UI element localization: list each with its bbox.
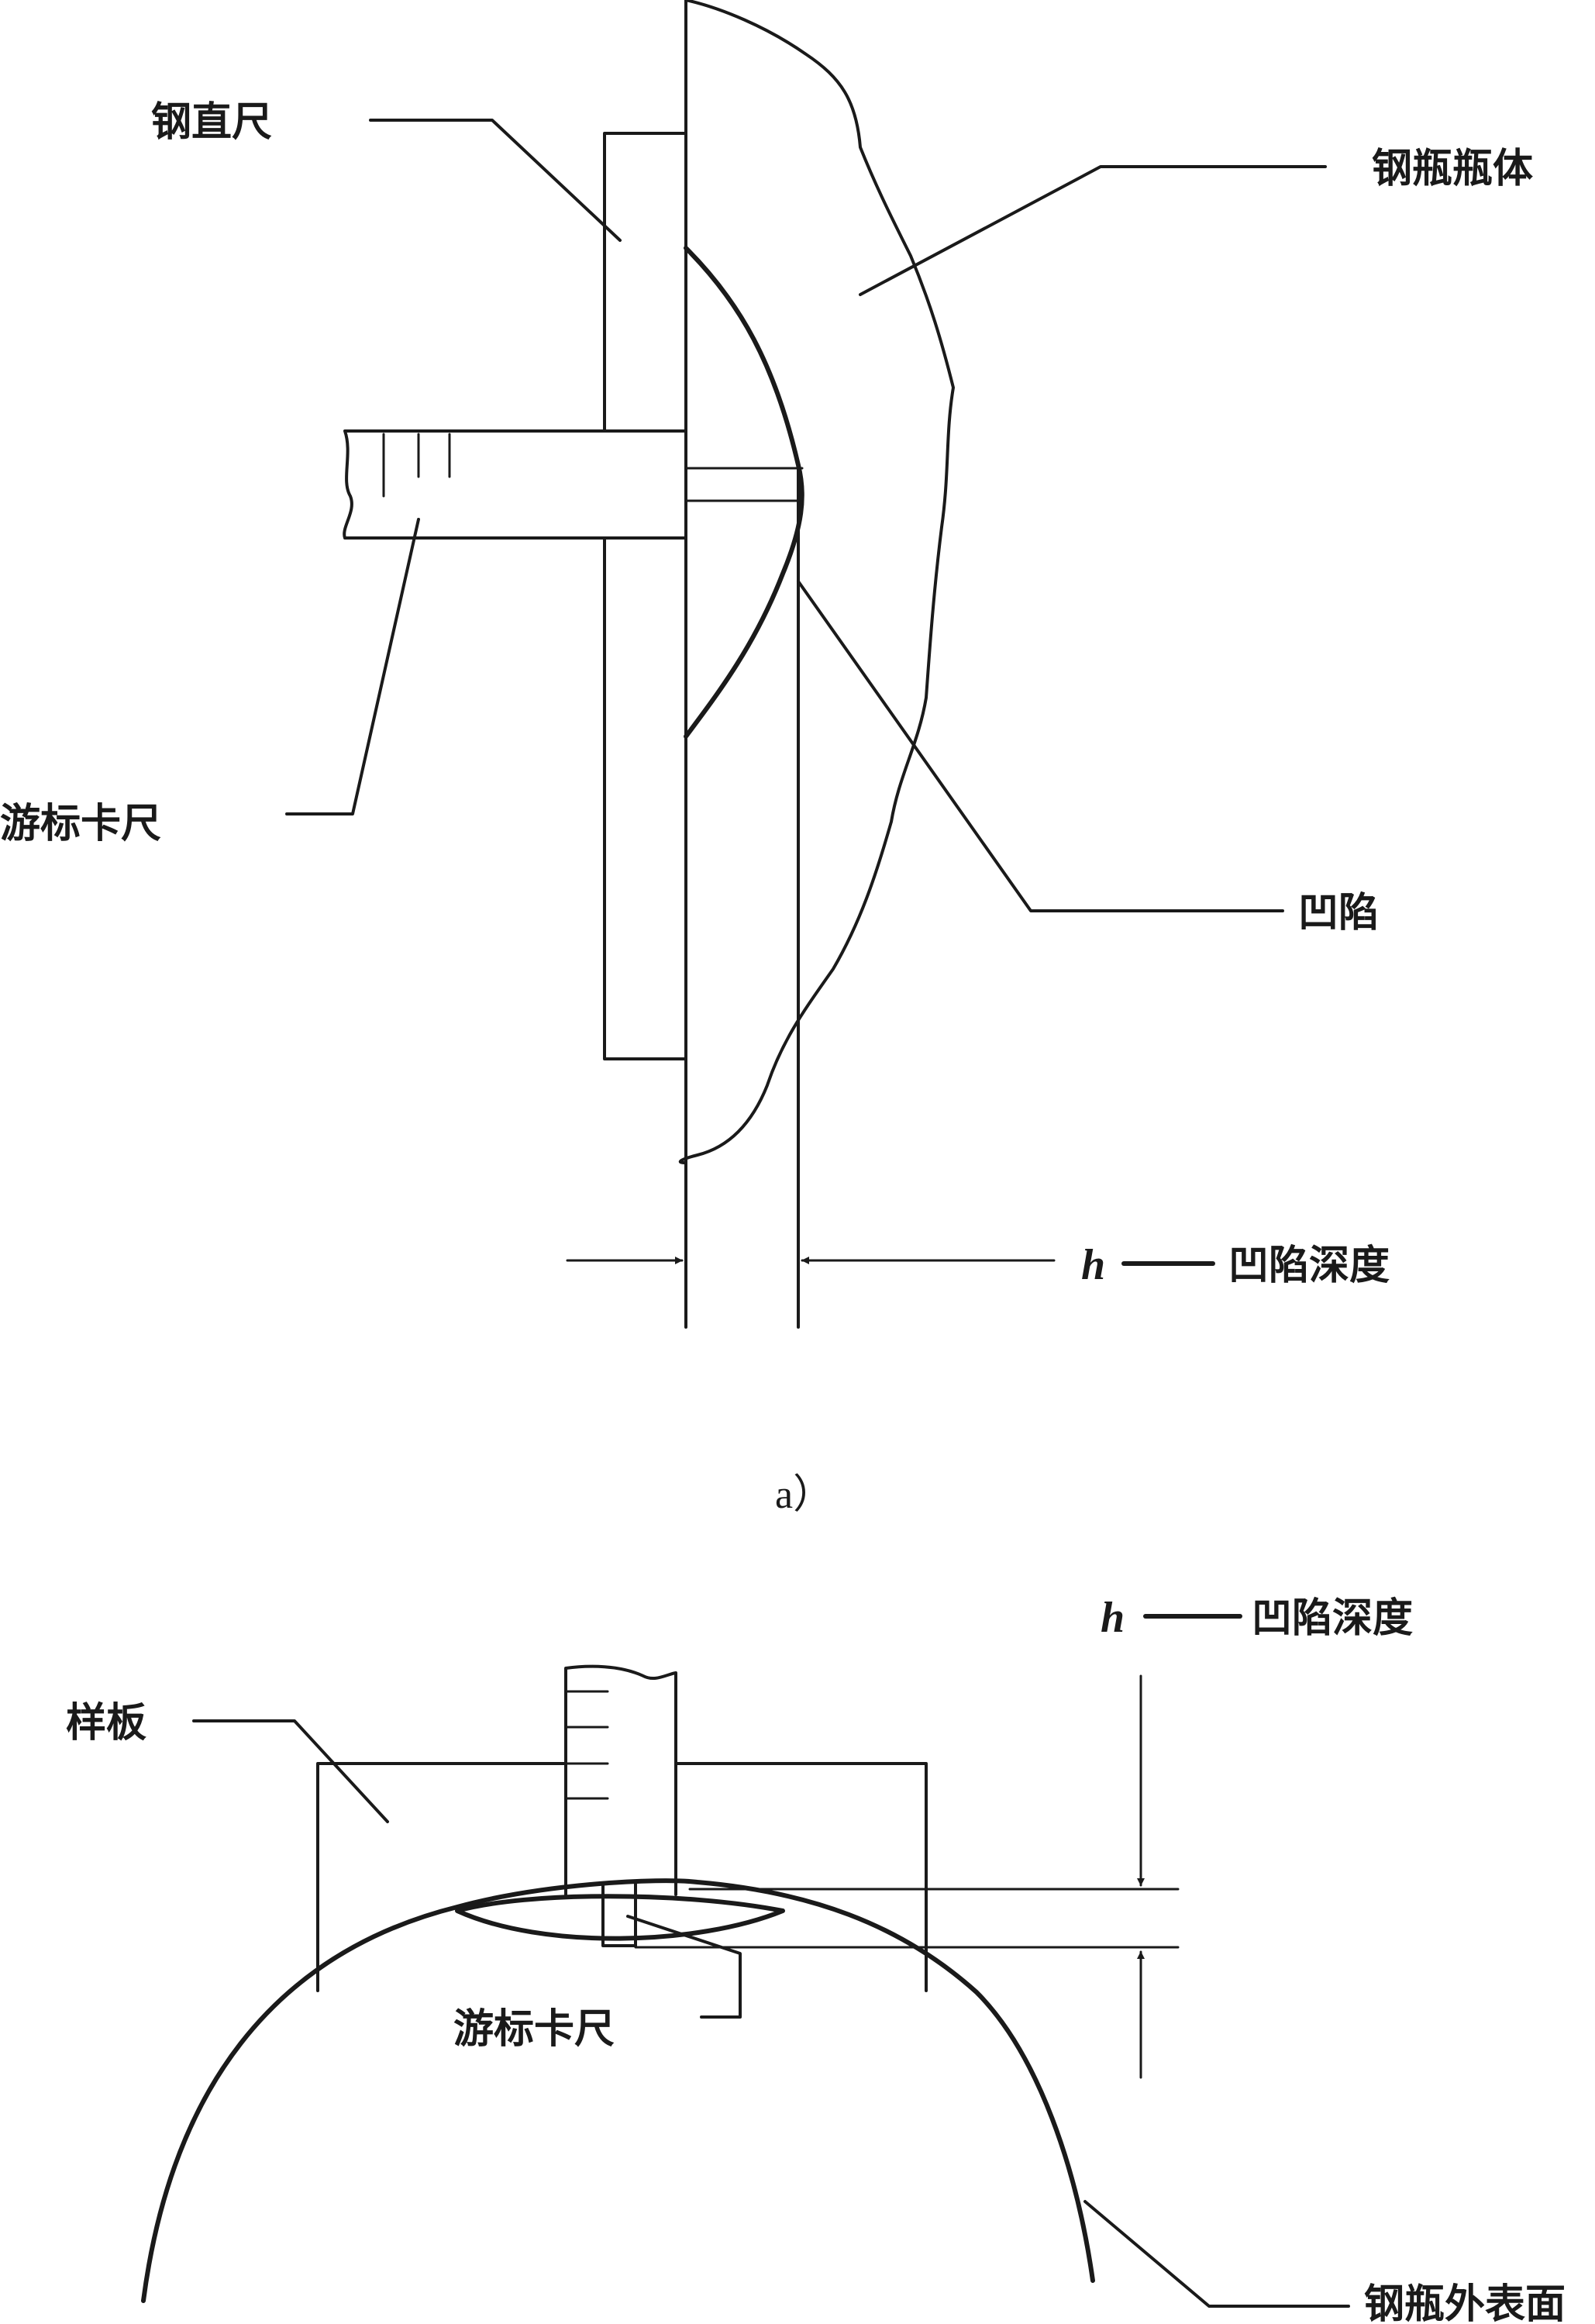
cylinder-body-outline <box>678 0 955 1164</box>
label-template: 样板 <box>66 1700 146 1746</box>
caliper-depth-probe <box>684 467 804 502</box>
leader-dent <box>797 580 1284 912</box>
figure-a: 钢直尺 钢瓶瓶体 游标卡尺 凹陷 h 凹陷深度 a） <box>0 0 1533 1517</box>
leader-steel-ruler <box>369 119 622 242</box>
leader-template <box>192 1719 389 1823</box>
template-plate <box>316 1762 928 1992</box>
vernier-caliper-bar <box>343 429 687 540</box>
leader-caliper-b <box>626 1915 742 2019</box>
label-vernier-caliper: 游标卡尺 <box>0 801 161 847</box>
label-cylinder-body: 钢瓶瓶体 <box>1372 146 1533 192</box>
label-vernier-caliper-b: 游标卡尺 <box>453 2006 615 2053</box>
label-cylinder-outer-surface: 钢瓶外表面 <box>1364 2281 1566 2324</box>
leader-cylinder-body <box>859 165 1327 296</box>
leader-outer-surface <box>1083 2200 1350 2308</box>
label-dent-depth: 凹陷深度 <box>1228 1243 1390 1289</box>
label-dent: 凹陷 <box>1298 890 1379 936</box>
leader-caliper <box>285 518 420 815</box>
caption-a: a） <box>775 1473 833 1517</box>
steel-ruler <box>603 132 687 1060</box>
caliper-probe <box>601 1882 637 1947</box>
label-h-symbol-b: h <box>1101 1594 1125 1642</box>
label-h-symbol: h <box>1081 1241 1105 1289</box>
dent-curve <box>684 246 804 739</box>
cylinder-outer-surface-arc <box>141 1878 1095 2303</box>
caliper-rod <box>564 1664 677 1896</box>
dent-lens <box>455 1894 785 1941</box>
figure-b: 样板 h 凹陷深度 游标卡尺 钢瓶外表面 <box>66 1594 1566 2324</box>
label-dent-depth-b: 凹陷深度 <box>1252 1595 1413 1642</box>
label-steel-ruler: 钢直尺 <box>151 99 272 146</box>
